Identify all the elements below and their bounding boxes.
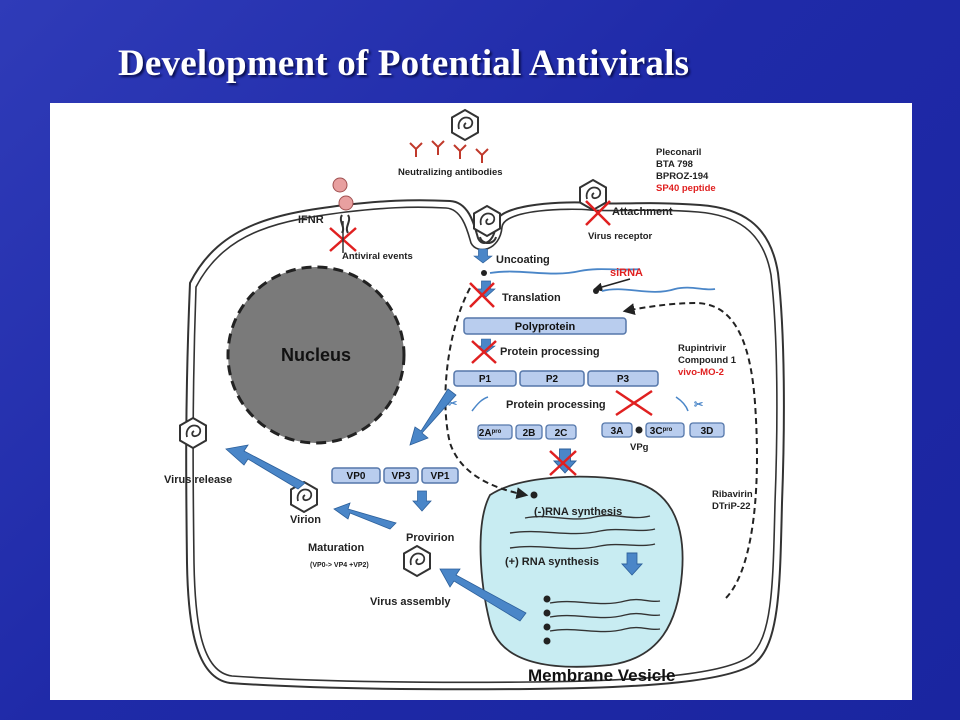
assembly-arrow bbox=[439, 568, 527, 622]
p-boxes: P1 P2 P3 bbox=[453, 370, 659, 387]
block-x-icon bbox=[469, 282, 495, 308]
maturation-arrow bbox=[333, 502, 397, 530]
ifn-ligand-icon bbox=[332, 177, 348, 193]
block-x-icon bbox=[471, 340, 497, 364]
virus-icon bbox=[403, 545, 431, 577]
scissors-icon: ✂ bbox=[694, 399, 703, 411]
nucleus bbox=[226, 265, 406, 445]
nonstructural-boxes: 2Apro 2B 2C 3A 3Cpro 3D VPg bbox=[477, 422, 725, 453]
membrane-vesicle bbox=[479, 475, 684, 668]
sirna-strand bbox=[601, 286, 716, 293]
drug-label: BTA 798 bbox=[656, 159, 693, 170]
svg-text:2B: 2B bbox=[523, 428, 536, 439]
vp-to-provirion-arrow bbox=[412, 490, 432, 512]
neutralizing-antibodies-label: Neutralizing antibodies bbox=[398, 167, 503, 178]
release-arrow bbox=[225, 444, 306, 490]
svg-text:VP0: VP0 bbox=[347, 471, 366, 482]
ifnr-receptor-icon bbox=[339, 214, 351, 234]
virus-receptor-label: Virus receptor bbox=[588, 231, 653, 242]
block-x-icon bbox=[549, 450, 577, 476]
sirna-label: siRNA bbox=[610, 267, 643, 279]
svg-text:3A: 3A bbox=[611, 426, 624, 437]
attachment-drugs: Pleconaril BTA 798 BPROZ-194 SP40 peptid… bbox=[656, 147, 716, 194]
maturation-detail: (VP0-> VP4 +VP2) bbox=[310, 562, 369, 569]
polyprotein-label: Polyprotein bbox=[515, 321, 576, 333]
p2-label: P2 bbox=[546, 374, 559, 385]
protein-processing-label-2: Protein processing bbox=[506, 399, 606, 411]
block-x-icon bbox=[585, 200, 611, 226]
virus-icon bbox=[179, 417, 207, 449]
cell-membrane bbox=[185, 199, 785, 691]
nucleus-label: Nucleus bbox=[281, 345, 351, 365]
rna-dot bbox=[481, 270, 487, 276]
drug-label-red: SP40 peptide bbox=[656, 183, 716, 194]
maturation-label: Maturation bbox=[308, 542, 365, 554]
svg-text:3D: 3D bbox=[701, 426, 714, 437]
attachment-label: Attachment bbox=[612, 206, 673, 218]
virus-assembly-label: Virus assembly bbox=[370, 596, 451, 608]
svg-text:2Apro: 2Apro bbox=[479, 428, 502, 439]
svg-text:2C: 2C bbox=[555, 428, 568, 439]
block-x-icon bbox=[615, 389, 653, 417]
diagram-panel: Nucleus (-)RNA synthesis (+) RNA synthes… bbox=[50, 103, 912, 700]
curved-arrow bbox=[471, 396, 489, 412]
rna-dots bbox=[530, 491, 551, 645]
svg-text:Rupintrivir: Rupintrivir bbox=[678, 343, 726, 354]
virus-icon bbox=[451, 109, 479, 141]
viral-rna bbox=[489, 268, 641, 275]
protein-processing-label: Protein processing bbox=[500, 346, 600, 358]
svg-text:VP1: VP1 bbox=[431, 471, 450, 482]
svg-text:Compound 1: Compound 1 bbox=[678, 355, 737, 366]
curved-arrow bbox=[675, 396, 689, 412]
polyprotein-box bbox=[463, 317, 627, 335]
neg-rna-label: (-)RNA synthesis bbox=[534, 506, 622, 518]
vesicle-rna-strands bbox=[509, 514, 661, 633]
svg-text:3Cpro: 3Cpro bbox=[650, 426, 673, 437]
drug-label: Pleconaril bbox=[656, 147, 701, 158]
virus-release-label: Virus release bbox=[164, 474, 232, 486]
svg-text:VP3: VP3 bbox=[392, 471, 411, 482]
svg-text:vivo-MO-2: vivo-MO-2 bbox=[678, 367, 724, 378]
antibody-icons bbox=[409, 140, 489, 163]
uncoating-arrow bbox=[473, 248, 493, 264]
virus-icon bbox=[473, 205, 501, 237]
membrane-vesicle-label: Membrane Vesicle bbox=[528, 666, 675, 685]
antiviral-events-label: Antiviral events bbox=[342, 251, 413, 262]
virus-icon bbox=[579, 179, 607, 211]
dashed-replication-arrow bbox=[444, 287, 529, 500]
rna-drugs: Ribavirin DTriP-22 bbox=[712, 489, 753, 512]
translation-label: Translation bbox=[502, 292, 561, 304]
vp-boxes: VP0 VP3 VP1 bbox=[331, 467, 459, 484]
p1-to-vp-arrow bbox=[409, 388, 457, 446]
pos-rna-label: (+) RNA synthesis bbox=[505, 556, 599, 568]
sirna-arrow bbox=[593, 278, 631, 292]
svg-text:Ribavirin: Ribavirin bbox=[712, 489, 753, 500]
vpg-label: VPg bbox=[630, 442, 649, 453]
svg-text:DTriP-22: DTriP-22 bbox=[712, 501, 751, 512]
virion-label: Virion bbox=[290, 514, 321, 526]
provirion-label: Provirion bbox=[406, 532, 455, 544]
slide-title: Development of Potential Antivirals bbox=[118, 43, 690, 84]
virus-lifecycle-diagram: Nucleus (-)RNA synthesis (+) RNA synthes… bbox=[164, 109, 785, 691]
scissors-icon: ✂ bbox=[448, 398, 457, 410]
protease-drugs: Rupintrivir Compound 1 vivo-MO-2 bbox=[678, 343, 737, 378]
ifn-ligand-icon bbox=[338, 195, 354, 211]
p3-label: P3 bbox=[617, 374, 630, 385]
ifnr-label: IFNR bbox=[298, 214, 324, 226]
p1-label: P1 bbox=[479, 374, 492, 385]
drug-label: BPROZ-194 bbox=[656, 171, 709, 182]
receptor-icon bbox=[479, 236, 497, 244]
rna-dot bbox=[593, 288, 599, 294]
uncoating-label: Uncoating bbox=[496, 254, 550, 266]
